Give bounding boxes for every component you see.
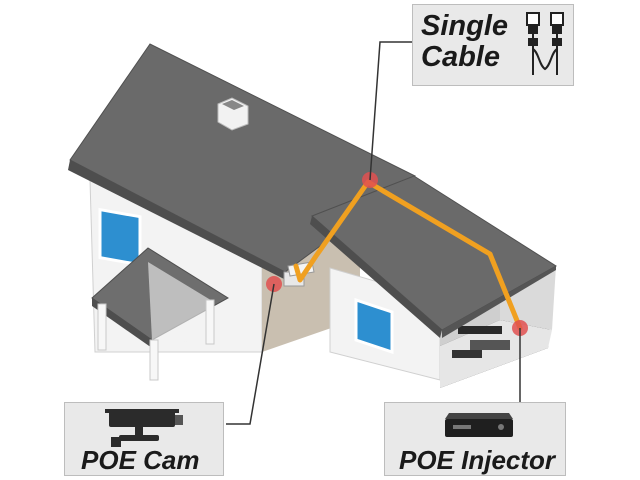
single-cable-route [293, 179, 523, 331]
single-cable-label: Single Cable [421, 11, 508, 73]
single-cable-line2: Cable [421, 41, 500, 73]
leader-line-camera [226, 283, 275, 425]
cable-connector-icon [526, 12, 564, 75]
right-wing [310, 175, 557, 388]
leader-line-cable [369, 41, 414, 181]
poe-cam-label-box: POE Cam [64, 402, 224, 476]
porch [91, 247, 229, 381]
poe-cam-label: POE Cam [81, 445, 200, 475]
poe-injector-label: POE Injector [399, 445, 556, 475]
poe-injector-label-box: POE Injector [384, 402, 566, 476]
side-window [354, 297, 394, 355]
poe-injector-device-icon [445, 413, 513, 437]
single-cable-line1: Single [421, 10, 509, 42]
single-cable-label-box: Single Cable [412, 4, 574, 86]
security-camera-icon [105, 409, 183, 447]
front-window [98, 207, 142, 267]
